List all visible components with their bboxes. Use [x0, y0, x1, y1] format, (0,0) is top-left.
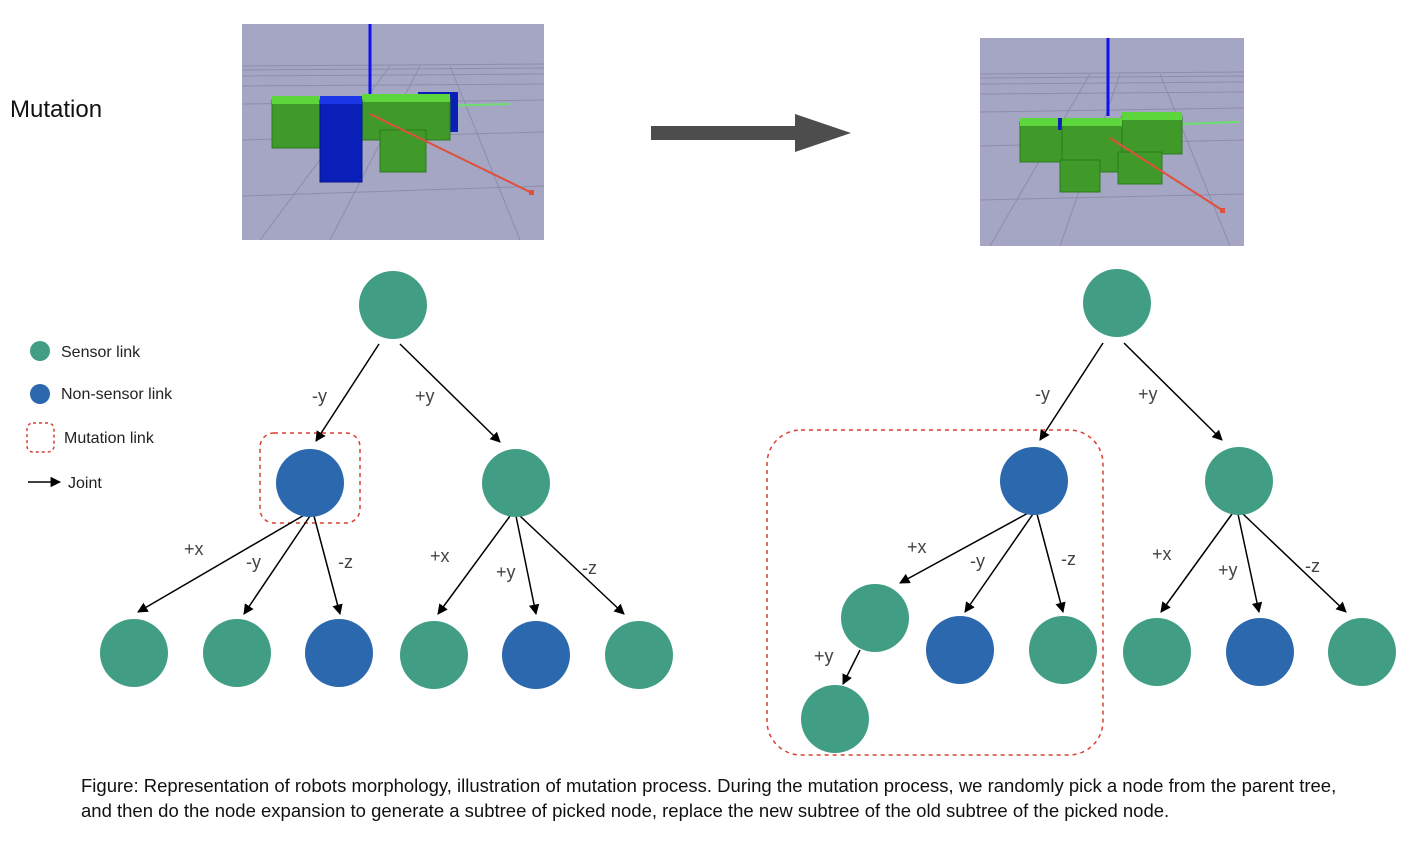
nonsensor-node: [305, 619, 373, 687]
joint-arrow: [1123, 342, 1223, 441]
joint-arrow: [899, 511, 1031, 584]
joint-arrow: [1237, 513, 1263, 614]
x-axis: [1109, 137, 1223, 211]
parent-tree: -y +y +x -y -z +x +y -z: [100, 271, 673, 689]
sensor-node: [203, 619, 271, 687]
legend: Sensor link Non-sensor link Mutation lin…: [26, 341, 173, 492]
edge-label: +y: [415, 386, 435, 406]
legend-sensor-label: Sensor link: [61, 344, 141, 361]
joint-arrow: [1036, 513, 1066, 614]
sensor-node: [1029, 616, 1097, 684]
sensor-node: [400, 621, 468, 689]
legend-sensor-swatch: [30, 341, 50, 361]
joint-arrow: [1160, 513, 1233, 613]
mutation-link-box: [259, 432, 361, 524]
sensor-node: [1123, 618, 1191, 686]
joint-arrow: [515, 515, 540, 616]
figure-caption: Figure: Representation of robots morphol…: [81, 775, 1337, 821]
sensor-node: [359, 271, 427, 339]
sensor-node: [1083, 269, 1151, 337]
joint-arrow: [315, 343, 380, 442]
edge-label: +y: [496, 562, 516, 582]
figure-title: Mutation: [10, 96, 103, 123]
edge-label: -z: [338, 552, 353, 572]
y-axis: [1179, 121, 1241, 125]
edge-label: -y: [970, 551, 985, 571]
legend-joint-label: Joint: [68, 475, 102, 492]
joint-arrow: [399, 343, 501, 443]
sensor-node: [482, 449, 550, 517]
sensor-node: [801, 685, 869, 753]
sensor-node: [1205, 447, 1273, 515]
sensor-node: [841, 584, 909, 652]
edge-label: -z: [582, 558, 597, 578]
mutation-arrow: [651, 114, 851, 152]
child-robot-render: [980, 38, 1244, 246]
nonsensor-node: [276, 449, 344, 517]
x-axis: [369, 113, 533, 194]
edge-label: +x: [1152, 544, 1172, 564]
edge-label: +y: [814, 646, 834, 666]
sensor-node: [605, 621, 673, 689]
child-tree: -y +y +x -y -z +y +x +y -z: [766, 269, 1396, 756]
edge-label: +y: [1218, 560, 1238, 580]
joint-arrow: [137, 513, 307, 613]
joint-arrow: [1242, 513, 1347, 613]
joint-arrow: [437, 515, 511, 615]
edge-label: -z: [1061, 549, 1076, 569]
edge-label: -y: [246, 552, 261, 572]
sensor-node: [100, 619, 168, 687]
edge-label: +x: [430, 546, 450, 566]
edge-label: -y: [312, 386, 327, 406]
legend-mutation-swatch: [26, 422, 55, 453]
nonsensor-node: [1226, 618, 1294, 686]
joint-arrow: [519, 515, 625, 615]
mutation-subtree-box: [766, 429, 1104, 756]
sensor-node: [1328, 618, 1396, 686]
legend-mutation-label: Mutation link: [64, 430, 155, 447]
edge-label: +x: [907, 537, 927, 557]
edge-label: +x: [184, 539, 204, 559]
legend-nonsensor-swatch: [30, 384, 50, 404]
nonsensor-node: [1000, 447, 1068, 515]
legend-nonsensor-label: Non-sensor link: [61, 386, 173, 403]
nonsensor-node: [926, 616, 994, 684]
edge-label: -z: [1305, 556, 1320, 576]
parent-robot-render: [242, 24, 544, 240]
joint-arrow: [964, 513, 1034, 613]
joint-arrow: [313, 515, 343, 616]
edge-label: +y: [1138, 384, 1158, 404]
joint-arrow: [842, 649, 861, 685]
joint-arrow: [243, 515, 311, 615]
nonsensor-node: [502, 621, 570, 689]
joint-arrow: [1039, 342, 1104, 441]
edge-label: -y: [1035, 384, 1050, 404]
